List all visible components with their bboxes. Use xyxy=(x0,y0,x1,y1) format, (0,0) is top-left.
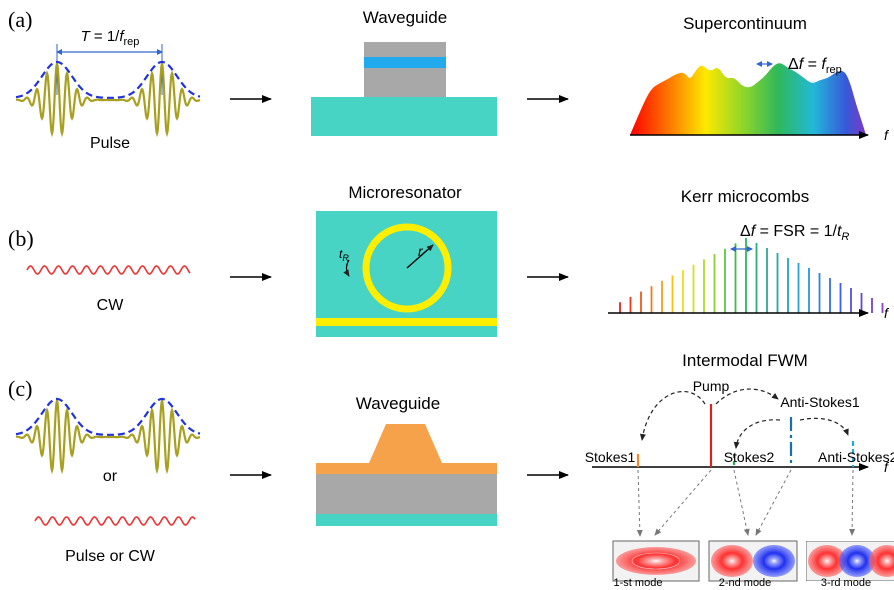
axis-label-a: f xyxy=(884,127,890,143)
mode-link-pump xyxy=(654,469,712,536)
transfer-arc-to-antistokes2 xyxy=(799,417,849,436)
mode1-label: 1-st mode xyxy=(614,577,663,589)
bus-waveguide xyxy=(316,318,497,326)
transfer-arc-to-stokes2 xyxy=(733,419,781,449)
anti-stokes1-label: Anti-Stokes1 xyxy=(780,394,860,410)
spacing-label-a: Δf = frep xyxy=(788,56,842,76)
or-label: or xyxy=(103,468,118,485)
device-title-c: Waveguide xyxy=(356,394,440,413)
round-trip-label: tR xyxy=(339,247,349,263)
waveguide-substrate-a xyxy=(311,97,497,136)
ridge-slab xyxy=(316,463,497,474)
output-title-a: Supercontinuum xyxy=(683,14,807,33)
mode-link-antistokes2 xyxy=(849,469,856,536)
axis-label-b: f xyxy=(884,305,890,321)
radius-label: r xyxy=(418,243,424,259)
panel-a-tag: (a) xyxy=(8,7,32,32)
substrate-c xyxy=(316,514,497,526)
panel-b: (b) CW Microresonator r tR Kerr microcom… xyxy=(8,183,890,337)
mode-link-stokes1 xyxy=(636,469,643,537)
stokes2-label: Stokes2 xyxy=(724,449,775,465)
waveguide-core-a xyxy=(364,57,446,68)
radius-arrow xyxy=(406,244,434,269)
output-title-c: Intermodal FWM xyxy=(682,351,808,370)
mode-link-stokes2 xyxy=(733,469,750,536)
cw-wave-c xyxy=(34,516,196,526)
mode2-label: 2-nd mode xyxy=(719,577,772,589)
round-trip-arrow xyxy=(343,259,350,277)
device-title-a: Waveguide xyxy=(363,8,447,27)
waveguide-cladding-a xyxy=(364,42,446,97)
anti-stokes2-label: Anti-Stokes2 xyxy=(818,449,894,465)
axis-label-c: f xyxy=(884,459,890,475)
kerr-comb-lines xyxy=(619,238,884,313)
mode-profile-2 xyxy=(708,540,798,582)
input-label-c: Pulse or CW xyxy=(65,548,156,565)
period-label: T = 1/frep xyxy=(81,28,140,48)
panel-c: (c) or Pulse or CW Waveguide Intermodal … xyxy=(8,351,894,589)
transfer-arc-pump-antistokes1 xyxy=(715,388,779,405)
device-title-b: Microresonator xyxy=(348,183,462,202)
cw-label-b: CW xyxy=(97,297,125,314)
buffer-layer xyxy=(316,474,497,514)
mode3-label: 3-rd mode xyxy=(821,577,871,589)
stokes1-label: Stokes1 xyxy=(585,449,636,465)
pulse-waveform xyxy=(15,60,201,138)
output-title-b: Kerr microcombs xyxy=(681,187,809,206)
ring-resonator xyxy=(362,223,452,313)
transfer-arc-pump-stokes1 xyxy=(639,390,706,441)
cw-wave-b xyxy=(26,265,191,275)
spacing-label-b: Δf = FSR = 1/tR xyxy=(740,223,849,243)
mode-profile-1 xyxy=(612,540,700,582)
pulse-envelope xyxy=(15,397,201,436)
panel-b-tag: (b) xyxy=(8,226,34,251)
panel-c-tag: (c) xyxy=(8,376,32,401)
pulse-envelope xyxy=(15,60,201,99)
supercontinuum-spectrum xyxy=(630,63,866,136)
pulse-train-a xyxy=(15,60,201,138)
mode-profile-3 xyxy=(806,541,894,581)
panel-a: (a) T = 1/frep Pulse Waveguide Supercont… xyxy=(8,7,890,152)
pulse-waveform xyxy=(15,397,201,475)
pulse-train-c xyxy=(15,397,201,475)
ridge-waveguide xyxy=(369,424,442,463)
pulse-label: Pulse xyxy=(90,135,130,152)
pump-label: Pump xyxy=(693,378,730,394)
mode-link-antistokes1 xyxy=(755,469,792,536)
